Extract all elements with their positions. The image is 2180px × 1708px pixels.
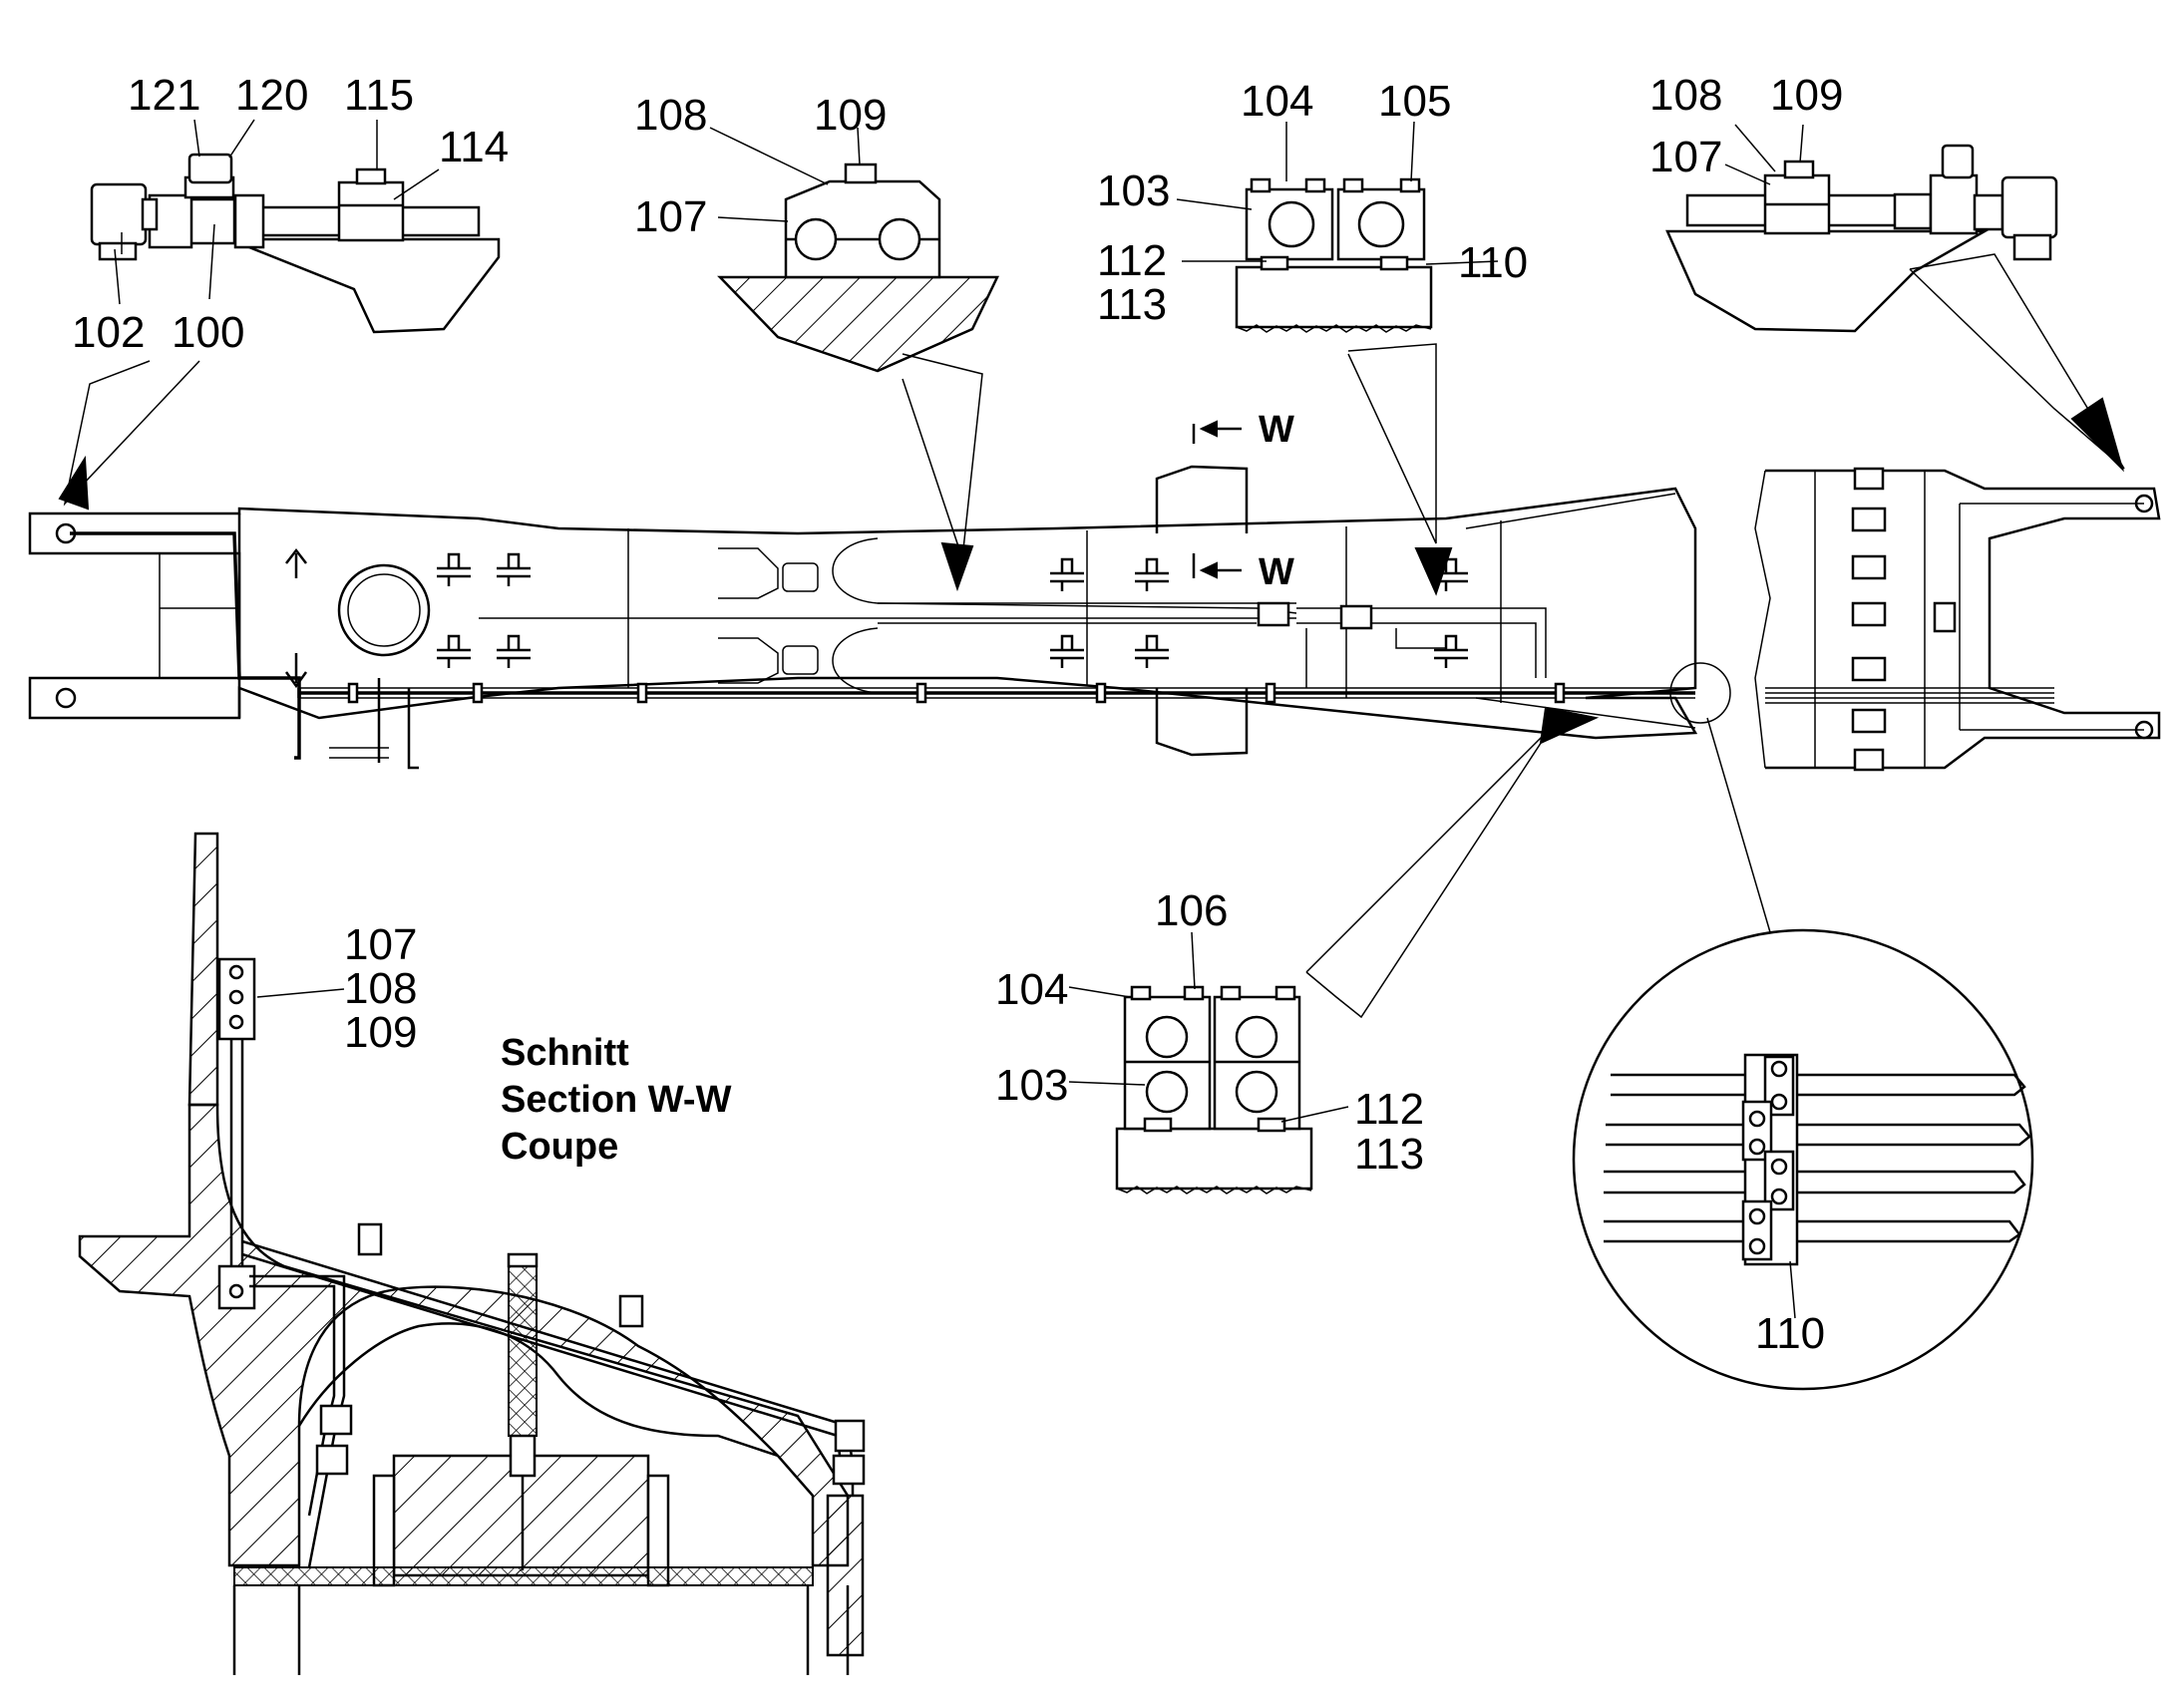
detail-2-leaders: [709, 127, 983, 559]
callout-115: 115: [344, 71, 414, 120]
callout-113: 113: [1354, 1130, 1424, 1179]
callout-107: 107: [634, 192, 707, 241]
pointer-arrows: [58, 397, 2125, 745]
callout-100: 100: [172, 308, 244, 357]
detail-clamp-fitting: [1665, 144, 2058, 333]
mounting-lugs: [437, 552, 1468, 668]
detail-1-callouts: 121 120 115 114 102 100: [72, 71, 509, 357]
section-title-en: Section W-W: [501, 1079, 732, 1121]
detail-double-clamp: [1235, 177, 1433, 333]
section-callouts: 107 108 109: [344, 920, 417, 1057]
line-clamps: [347, 682, 1566, 704]
rear-clamp-stack: [1851, 467, 1887, 772]
callout-104: 104: [995, 965, 1068, 1014]
section-title: Schnitt Section W-W Coupe: [501, 1032, 732, 1168]
detail-magnified-clamps: [1572, 717, 2034, 1391]
callout-110: 110: [1458, 238, 1528, 287]
callout-108: 108: [1649, 71, 1722, 120]
detail-5-callouts: 106 104 103 112 113: [995, 886, 1424, 1179]
callout-104: 104: [1241, 77, 1313, 126]
callout-108: 108: [634, 91, 707, 140]
detail-3-leaders: [1176, 121, 1499, 544]
callout-109: 109: [814, 91, 887, 140]
detail-4-callouts: 108 109 107: [1649, 71, 1843, 181]
section-arrow-label-bottom: W: [1259, 551, 1294, 593]
callout-110: 110: [1755, 1309, 1825, 1358]
detail-double-clamp-stack: [1115, 985, 1313, 1195]
detail-5-leaders: [1068, 727, 1552, 1123]
callout-109: 109: [344, 1008, 417, 1057]
callout-108: 108: [344, 964, 417, 1013]
callout-112: 112: [1097, 236, 1167, 285]
detail-1-leaders: [63, 119, 440, 507]
callout-109: 109: [1770, 71, 1843, 120]
section-w-w-drawing: [78, 832, 866, 1675]
callout-114: 114: [439, 123, 509, 171]
section-title-de: Schnitt: [501, 1032, 629, 1074]
callout-107: 107: [344, 920, 417, 969]
detail-4-leaders: [1724, 124, 2125, 470]
detail-3-callouts: 104 105 103 112 113 110: [1097, 77, 1528, 329]
callout-103: 103: [1097, 167, 1170, 215]
callout-113: 113: [1097, 280, 1167, 329]
callout-106: 106: [1155, 886, 1228, 935]
detail-6-callouts: 110: [1755, 1309, 1825, 1358]
main-frame-plan-view: [28, 465, 1731, 770]
callout-120: 120: [235, 71, 308, 120]
callout-105: 105: [1378, 77, 1451, 126]
section-title-fr: Coupe: [501, 1126, 618, 1168]
section-cut-marker: W W: [1192, 409, 1294, 593]
frame-rear-end: [1754, 467, 2161, 772]
detail-2-callouts: 108 109 107: [634, 91, 887, 241]
detail-clamp-pair: [717, 163, 999, 373]
section-arrow-label-top: W: [1259, 409, 1294, 451]
callout-102: 102: [72, 308, 145, 357]
callout-107: 107: [1649, 133, 1722, 181]
callout-112: 112: [1354, 1085, 1424, 1134]
detail-tee-fitting: [90, 153, 501, 334]
callout-103: 103: [995, 1061, 1068, 1110]
callout-121: 121: [128, 71, 200, 120]
section-leaders: [256, 988, 345, 998]
